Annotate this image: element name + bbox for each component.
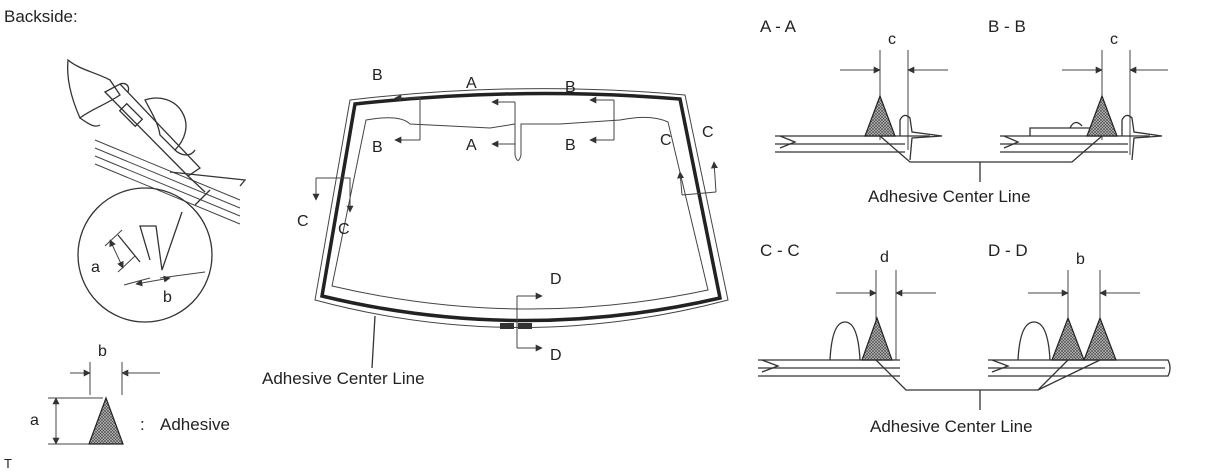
marker-d-bottom: D (550, 347, 562, 364)
section-c-c-dim: d (880, 249, 889, 266)
marker-a-bottom: A (466, 137, 477, 154)
top-center-line-label: Adhesive Center Line (868, 187, 1031, 206)
top-center-line-leaders (879, 135, 1103, 182)
section-b-b: B - B c (988, 17, 1168, 161)
corner-mark: T (4, 456, 12, 471)
adhesive-cutter-illustration: a b (66, 58, 247, 323)
cutter-dim-a: a (91, 259, 100, 276)
section-b-b-dim: c (1110, 31, 1118, 48)
adhesive-legend: b a : Adhesive T (4, 343, 230, 471)
legend-dim-a: a (30, 412, 39, 429)
marker-c-right-outer: C (702, 124, 714, 141)
marker-b-left-bottom: B (372, 139, 383, 156)
section-d-d: D - D b (988, 241, 1171, 377)
bottom-center-line-leaders (875, 359, 1101, 410)
section-a-a: A - A c (760, 17, 948, 161)
backside-label: Backside: (4, 7, 78, 26)
marker-c-left-inner: C (338, 221, 350, 238)
bottom-center-line-label: Adhesive Center Line (870, 417, 1033, 436)
marker-b-right-bottom: B (565, 137, 576, 154)
legend-colon: : (140, 415, 145, 434)
section-c-c: C - C d (758, 241, 936, 377)
marker-c-right-inner: C (660, 132, 672, 149)
legend-dim-b: b (98, 343, 107, 360)
marker-b-right-top: B (565, 79, 576, 96)
section-a-a-title: A - A (760, 17, 797, 36)
marker-a-top: A (466, 75, 477, 92)
section-d-d-dim: b (1076, 251, 1085, 268)
marker-c-left-outer: C (297, 213, 309, 230)
section-markers: A A B B B B C C C C D D (297, 67, 718, 364)
section-a-a-dim: c (888, 31, 896, 48)
windshield-outline (314, 88, 729, 369)
marker-b-left-top: B (372, 67, 383, 84)
windshield-center-line-label: Adhesive Center Line (262, 369, 425, 388)
section-c-c-title: C - C (760, 241, 800, 260)
cutter-dim-b: b (163, 289, 172, 306)
adhesive-bead-symbol (88, 396, 124, 445)
adhesive-label: Adhesive (160, 415, 230, 434)
marker-d-top: D (550, 271, 562, 288)
section-b-b-title: B - B (988, 17, 1026, 36)
section-d-d-title: D - D (988, 241, 1028, 260)
